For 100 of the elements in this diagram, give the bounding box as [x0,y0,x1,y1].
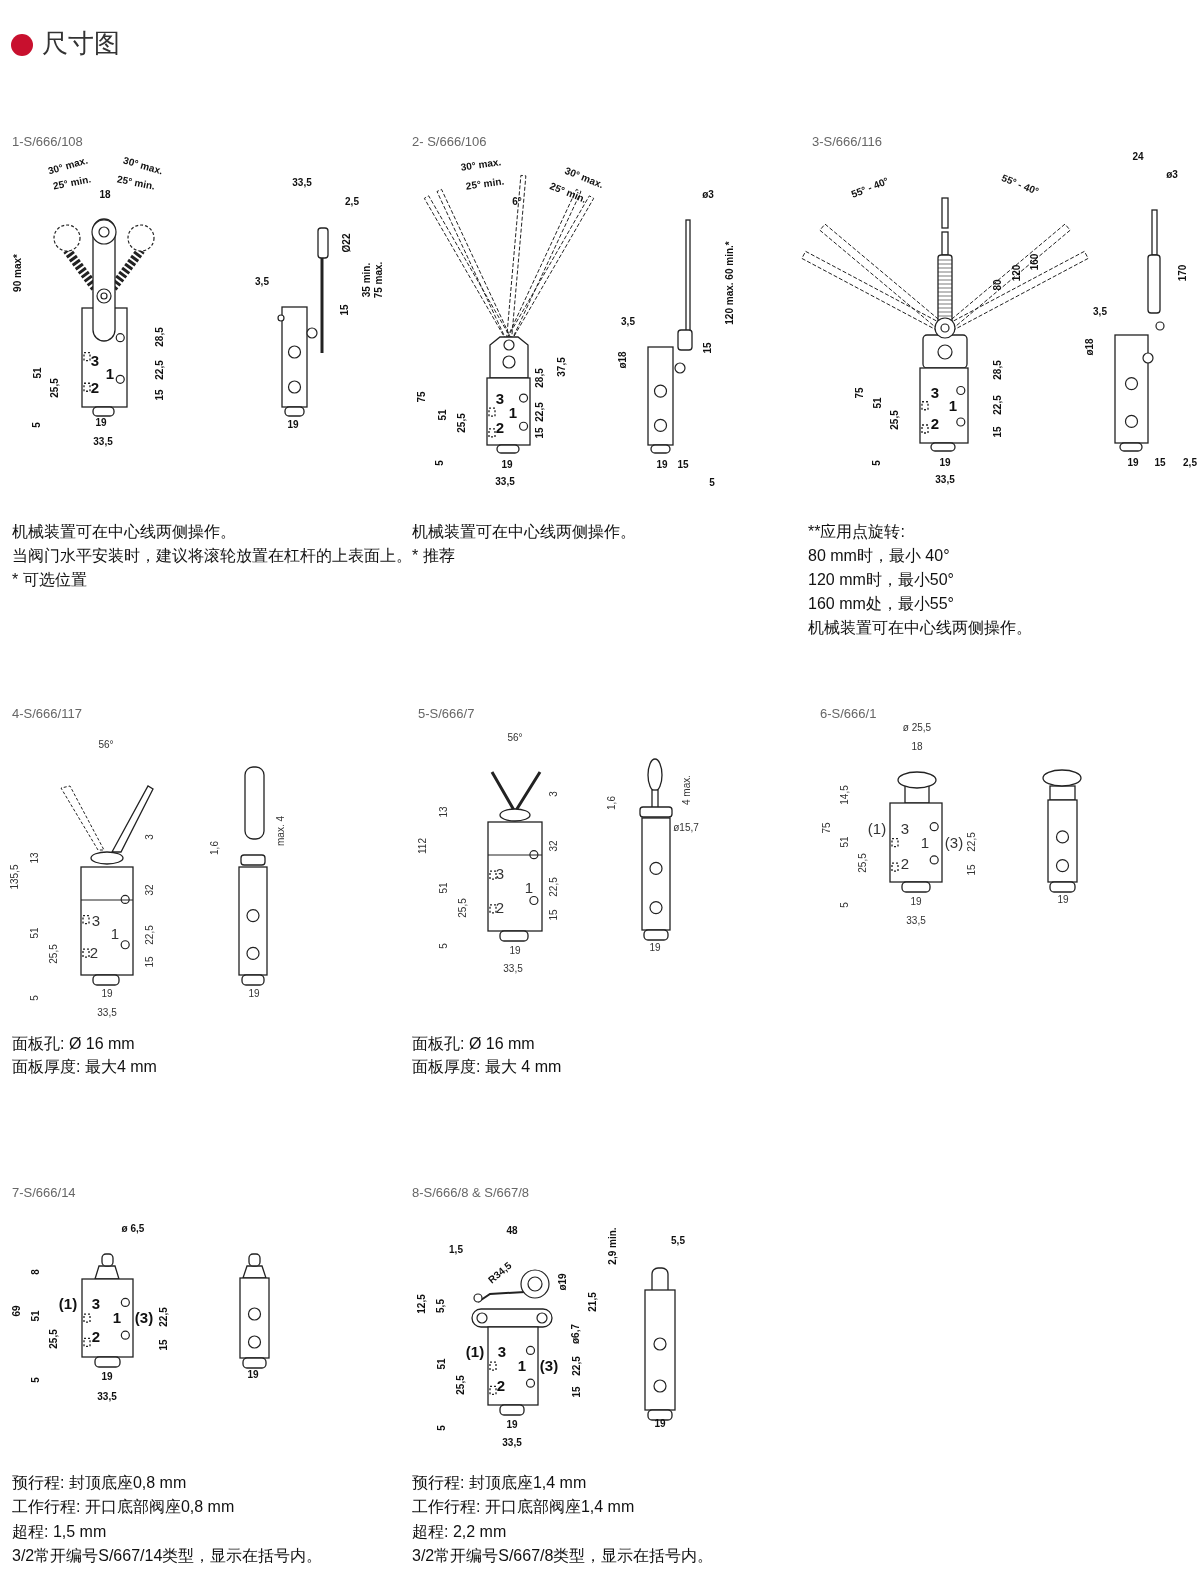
dimension-value: 22,5 [549,877,559,897]
dimension-value: 22,5 [159,1307,169,1327]
dimension-value: 15 [535,427,545,439]
dimension-value: 15 [703,342,713,354]
dimension-value: 48 [506,1226,518,1236]
dimension-value: 19 [248,989,260,999]
note-text: 机械装置可在中心线两侧操作。 [412,524,636,540]
dimension-value: 15 [677,460,689,470]
dimension-value: 19 [656,460,668,470]
dimension-value: 22,5 [155,360,165,380]
dimension-value: 13 [30,852,40,864]
dimension-value: 51 [873,397,883,409]
dimension-value: 25,5 [458,898,468,918]
dimension-value: 80 [993,279,1003,291]
dimension-value: ø3 [1166,170,1178,180]
port-number: 2 [930,415,940,431]
note-text: 面板孔: Ø 16 mm [12,1036,135,1052]
dimension-value: 19 [910,897,922,907]
port-number: (3) [539,1357,559,1373]
dimension-value: 22,5 [535,402,545,422]
dimension-value: 135,5 [10,864,20,890]
dimension-value: 18 [911,742,923,752]
port-number: 1 [920,834,930,850]
dimension-value: 51 [437,1358,447,1370]
port-number: 2 [496,1377,506,1393]
dimension-value: 69 [12,1305,22,1317]
note-text: * 推荐 [412,548,455,564]
dimension-value: Ø22 [342,233,352,253]
dimension-value: 2,5 [345,197,359,207]
port-number: 3 [497,1343,507,1359]
dimension-value: 51 [30,927,40,939]
port-number: (1) [465,1343,485,1359]
dimension-value: ø 25,5 [902,723,932,733]
note-text: 160 mm处，最小55° [808,596,954,612]
note-text: 工作行程: 开口底部阀座1,4 mm [412,1499,635,1515]
dimension-value: 56° [507,733,523,743]
port-number: 2 [89,944,99,960]
dimension-value: 15 [993,426,1003,438]
note-text: 3/2常开编号S/667/8类型，显示在括号内。 [412,1548,714,1564]
port-number: 3 [90,352,100,368]
dimension-value: 2,5 [1183,458,1197,468]
dimension-value: 14,5 [840,785,850,805]
note-text: 面板孔: Ø 16 mm [412,1036,535,1052]
dimension-value: 22,5 [967,832,977,852]
dimension-value: 19 [509,946,521,956]
note-text: * 可选位置 [12,572,87,588]
dimension-value: 25,5 [49,1329,59,1349]
dimension-value: 1,5 [449,1245,463,1255]
dimension-value: 25,5 [456,1375,466,1395]
dimension-value: 21,5 [588,1292,598,1312]
dimension-value: 3,5 [255,277,269,287]
dimension-value: 33,5 [502,1438,522,1448]
dimension-value: 51 [33,367,43,379]
dimension-value: 30° max. [122,155,164,177]
dimension-value: 25,5 [890,410,900,430]
port-number: 1 [524,879,534,895]
dimension-value: 15 [159,1339,169,1351]
dimension-value: 33,5 [97,1392,117,1402]
port-number: (3) [134,1309,154,1325]
dimension-value: 3 [549,791,559,797]
port-number: 3 [91,1295,101,1311]
dimension-value: 19 [95,418,107,428]
dimension-value: 5 [872,460,882,466]
dimension-value: 32 [549,840,559,852]
note-text: **应用点旋转: [808,524,905,540]
dimension-value: 28,5 [155,327,165,347]
port-number: 3 [900,820,910,836]
dimension-value: 37,5 [557,357,567,377]
dimension-value: 33,5 [503,964,523,974]
note-text: 工作行程: 开口底部阀座0,8 mm [12,1499,235,1515]
port-number: 2 [495,419,505,435]
dimension-value: ø6,7 [571,1324,581,1344]
dimension-value: 30° max. [460,157,502,173]
dimension-value: 5 [31,1377,41,1383]
port-number: 1 [105,365,115,381]
port-number: (1) [58,1295,78,1311]
dimension-value: 1,6 [210,841,220,855]
port-number: 1 [948,397,958,413]
dimension-value: ø18 [1085,338,1095,356]
dimension-value: 51 [840,836,850,848]
dimension-value: 28,5 [993,360,1003,380]
dimension-value: 19 [939,458,951,468]
dimension-value: 160 [1030,253,1040,271]
dimension-value: 25° min. [116,174,156,192]
port-number: 1 [112,1309,122,1325]
dimension-value: 19 [506,1420,518,1430]
dimension-value: 25° min. [52,174,92,192]
dimension-value: 15 [145,956,155,968]
dimension-value: 55° - 40° [1000,173,1040,197]
dimension-value: 3,5 [1093,307,1107,317]
dimension-value: 8 [31,1269,41,1275]
dimension-value: 15 [1154,458,1166,468]
note-text: 面板厚度: 最大 4 mm [412,1059,562,1075]
dimension-value: 4 max. [682,775,692,805]
figure-code: 1-S/666/108 [12,134,83,148]
dimension-value: 25,5 [457,413,467,433]
dimension-value: 25,5 [50,378,60,398]
port-number: 3 [91,912,101,928]
figure-code: 4-S/666/117 [12,706,82,720]
dimension-value: 3,5 [621,317,635,327]
